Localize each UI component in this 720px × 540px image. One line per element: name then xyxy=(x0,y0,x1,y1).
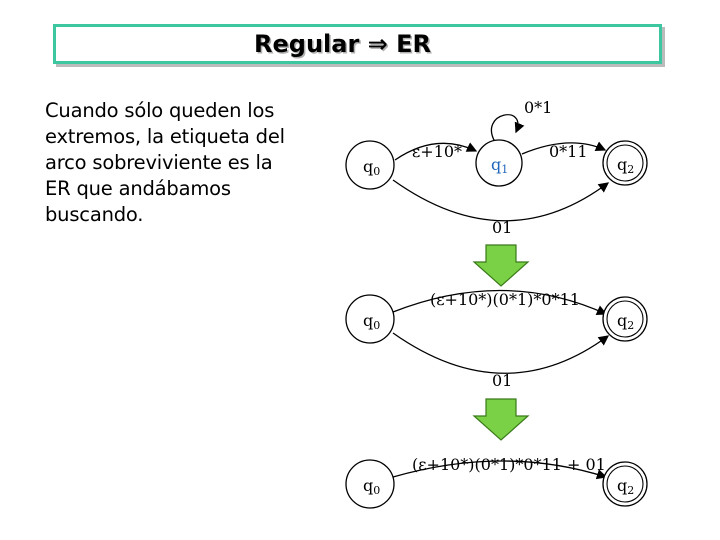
down-arrow-icon xyxy=(472,398,530,441)
label-q0-q2: (ε+10*)(0*1)*0*11 + 01 xyxy=(412,455,606,474)
state-q2: q2 xyxy=(602,296,648,342)
label-q0-q2: 01 xyxy=(492,218,512,237)
title-box: Regular ⇒ ER xyxy=(53,24,662,64)
edge-q0-q2-bottom xyxy=(392,332,610,374)
slide-title: Regular ⇒ ER xyxy=(254,30,431,58)
label-q0-q1: ε+10* xyxy=(412,142,462,161)
edge-loop-q1 xyxy=(490,114,525,143)
automaton-1: q0 q1 q2 0*1 ε+10* 0*11 01 xyxy=(345,98,648,237)
state-q0-label: q0 xyxy=(363,476,380,497)
explanation-text: Cuando sólo queden los extremos, la etiq… xyxy=(45,99,285,226)
edge-q0-q1 xyxy=(394,142,478,161)
state-q2-label: q2 xyxy=(617,476,634,497)
label-loop-q1: 0*1 xyxy=(524,98,552,117)
state-q2-label: q2 xyxy=(617,155,634,176)
label-q1-q2: 0*11 xyxy=(549,142,588,161)
edge-q0-q2 xyxy=(392,460,608,480)
state-q0: q0 xyxy=(345,140,395,190)
state-q2: q2 xyxy=(602,140,648,186)
state-q0-label: q0 xyxy=(363,311,380,332)
state-q1: q1 xyxy=(475,139,523,187)
label-q0-q2-bottom: 01 xyxy=(492,371,512,390)
edge-q0-q2-top xyxy=(392,289,608,315)
state-q0: q0 xyxy=(345,459,395,509)
state-q1-label: q1 xyxy=(491,155,508,176)
automaton-2: q0 q2 (ε+10*)(0*1)*0*11 01 xyxy=(345,289,648,390)
edge-q0-q2 xyxy=(392,179,610,222)
state-q2-label: q2 xyxy=(617,311,634,332)
state-q2: q2 xyxy=(602,461,648,507)
down-arrow-icon xyxy=(472,244,530,287)
state-q0-label: q0 xyxy=(363,157,380,178)
label-q0-q2-top: (ε+10*)(0*1)*0*11 xyxy=(430,290,580,309)
automaton-3: q0 q2 (ε+10*)(0*1)*0*11 + 01 xyxy=(345,455,648,509)
state-q0: q0 xyxy=(345,294,395,344)
edge-q1-q2 xyxy=(521,141,607,155)
